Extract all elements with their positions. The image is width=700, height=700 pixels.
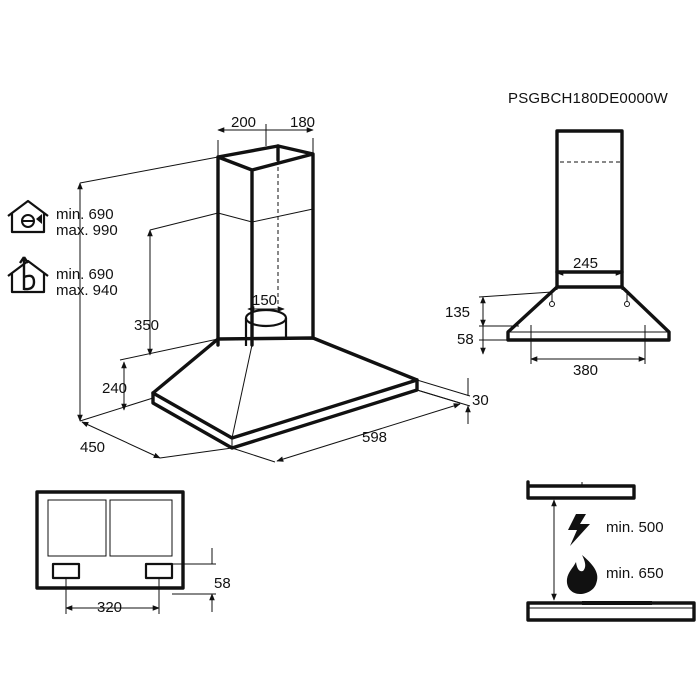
dim-chimney-depth: 180 bbox=[290, 114, 315, 131]
dim-135-ext bbox=[478, 291, 553, 327]
chimney-outline bbox=[216, 144, 315, 347]
main-hood-view bbox=[151, 144, 419, 450]
gas-flame-icon bbox=[566, 555, 598, 594]
dim-total-ext bbox=[79, 156, 219, 422]
main-view-dimensions: 200 180 150 350 240 450 598 30 bbox=[77, 114, 489, 463]
dim-side-height: 135 bbox=[445, 304, 470, 321]
dim-350-ext bbox=[119, 212, 219, 361]
dim-30-ext bbox=[416, 379, 471, 407]
side-canopy-marks bbox=[530, 325, 646, 336]
dim-vent-diameter: 150 bbox=[252, 292, 277, 309]
dim-width: 598 bbox=[362, 429, 387, 446]
dim-chimney-height: 350 bbox=[134, 317, 159, 334]
bottom-view-dimensions: 320 58 bbox=[65, 548, 231, 616]
clearance-view bbox=[526, 480, 696, 622]
side-view-dimensions: 245 135 58 380 bbox=[445, 255, 646, 379]
dim-450-line bbox=[81, 421, 161, 459]
canopy-ridge bbox=[231, 344, 253, 439]
bottom-slot-left bbox=[51, 562, 81, 580]
dim-bottom-width: 380 bbox=[573, 362, 598, 379]
bottom-filter-right bbox=[109, 499, 173, 557]
recirculation-max: max. 940 bbox=[56, 282, 118, 299]
canopy-top bbox=[151, 336, 419, 440]
side-view bbox=[506, 129, 671, 342]
extraction-max: max. 990 bbox=[56, 222, 118, 239]
dim-chimney-width: 200 bbox=[231, 114, 256, 131]
clearance-electric-min: min. 500 bbox=[606, 519, 664, 536]
clearance-gas-min: min. 650 bbox=[606, 565, 664, 582]
recirculation-house-icon bbox=[7, 256, 49, 294]
dim-lower-height: 58 bbox=[457, 331, 474, 348]
dim-edge-thickness: 30 bbox=[472, 392, 489, 409]
dim-slot-height: 58 bbox=[214, 575, 231, 592]
bottom-view bbox=[35, 490, 185, 590]
dim-canopy-height: 240 bbox=[102, 380, 127, 397]
side-chimney bbox=[555, 129, 624, 274]
dim-depth: 450 bbox=[80, 439, 105, 456]
clearance-cooktop bbox=[526, 601, 696, 622]
clearance-burner bbox=[582, 601, 652, 605]
model-label: PSGBCH180DE0000W bbox=[508, 90, 669, 107]
dim-spacing: 320 bbox=[97, 599, 122, 616]
side-canopy bbox=[506, 285, 671, 342]
dim-598-line bbox=[276, 403, 461, 462]
bottom-filter-left bbox=[47, 499, 107, 557]
recirculation-min: min. 690 bbox=[56, 266, 114, 283]
clearance-hood bbox=[526, 480, 636, 500]
side-chimney-base-sides bbox=[555, 270, 624, 289]
extraction-house-icon bbox=[7, 199, 49, 234]
dim-450-ext bbox=[159, 447, 233, 459]
side-canopy-screws bbox=[551, 292, 628, 302]
bottom-frame bbox=[35, 490, 185, 590]
vent-collar-sides bbox=[244, 318, 288, 346]
dim-245-ext bbox=[556, 277, 623, 290]
chimney-joint bbox=[217, 208, 314, 223]
dim-chimney-base: 245 bbox=[573, 255, 598, 272]
bottom-slot-right bbox=[144, 562, 174, 580]
electric-bolt-icon bbox=[568, 514, 590, 546]
extraction-min: min. 690 bbox=[56, 206, 114, 223]
